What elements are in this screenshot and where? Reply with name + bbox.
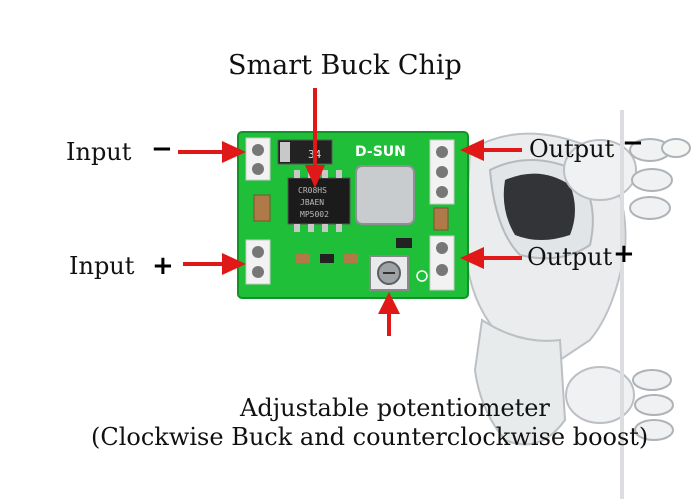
capacitor xyxy=(433,207,449,231)
chip-marking-3: MP5002 xyxy=(300,210,329,219)
output-plus-sign: + xyxy=(613,239,635,269)
smart-buck-chip xyxy=(287,177,351,225)
input-plus-sign: + xyxy=(152,251,174,281)
arrow-to-chip xyxy=(305,165,325,188)
chip-marking-1: CR08HS xyxy=(298,186,327,195)
arrow-to-potentiometer xyxy=(378,292,400,314)
arrow-to-input-plus xyxy=(222,253,246,275)
brand-label: D-SUN xyxy=(355,144,406,160)
output-minus-label: Output xyxy=(529,135,615,163)
potentiometer-caption-line1: Adjustable potentiometer xyxy=(240,394,550,422)
robot-mascot-illustration xyxy=(463,110,691,499)
potentiometer-caption-line2: (Clockwise Buck and counterclockwise boo… xyxy=(91,423,649,451)
arrow-to-output-plus xyxy=(460,247,484,269)
arrow-to-input-minus xyxy=(222,141,246,163)
input-minus-label: Input xyxy=(66,138,132,166)
buck-converter-board: 34 D-SUN CR08HS JBAEN MP5002 xyxy=(237,131,469,299)
capacitor xyxy=(253,194,271,222)
inductor xyxy=(355,165,415,225)
arrow-to-output-minus xyxy=(460,139,484,161)
smart-buck-chip-label: Smart Buck Chip xyxy=(228,50,462,81)
chip-marking-2: JBAEN xyxy=(300,198,324,207)
output-plus-label: Output xyxy=(527,243,613,271)
annotation-arrows xyxy=(178,88,522,336)
output-minus-sign: − xyxy=(622,128,644,158)
input-plus-label: Input xyxy=(69,252,135,280)
input-minus-sign: − xyxy=(151,134,173,164)
